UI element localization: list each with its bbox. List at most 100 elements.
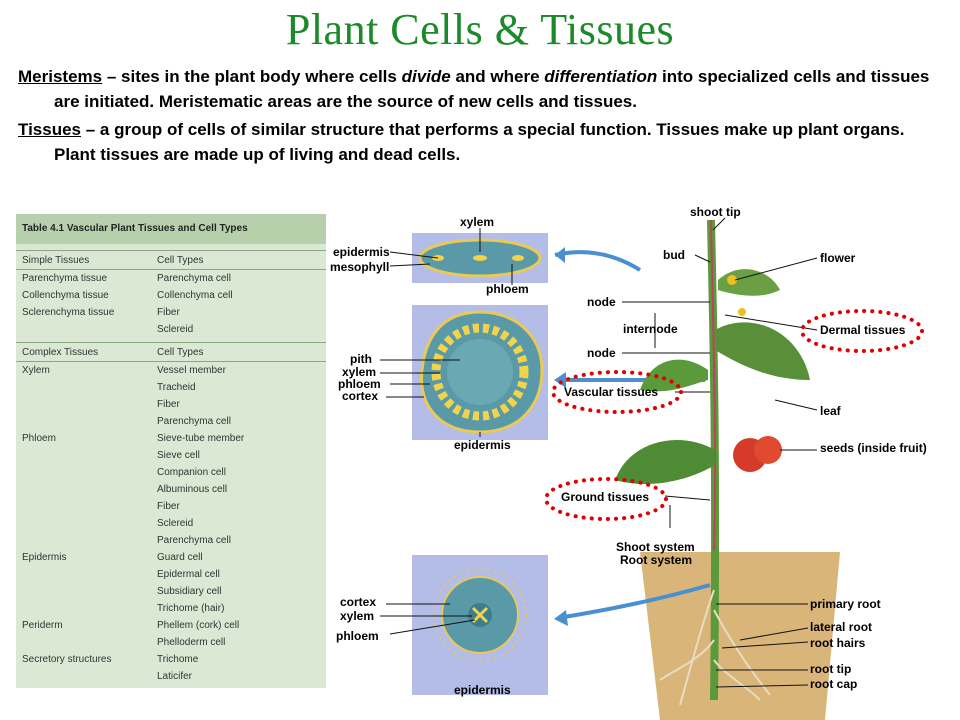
pointer-line: [721, 641, 809, 649]
pointer-line: [694, 254, 711, 263]
label-root-cortex: cortex: [340, 595, 377, 609]
tissue-table: Table 4.1 Vascular Plant Tissues and Cel…: [16, 214, 326, 688]
leaf-vein-icon: [473, 255, 487, 261]
cell-type-cell: Trichome: [157, 654, 199, 665]
label-root-hairs: root hairs: [810, 636, 866, 650]
table-row: Parenchyma cell: [16, 413, 326, 430]
cell-type-cell: Parenchyma cell: [157, 416, 231, 427]
page-title: Plant Cells & Tissues: [285, 5, 675, 54]
leaf-illustration: [718, 269, 780, 296]
tissue-name-cell: [16, 668, 157, 685]
root-xylem-icon: [471, 606, 489, 624]
cell-type-cell: Companion cell: [157, 467, 226, 478]
cell-type-cell: Sclereid: [157, 518, 194, 529]
table-row: Epidermal cell: [16, 566, 326, 583]
tissue-name-cell: [16, 321, 157, 338]
label-root-epidermis: epidermis: [454, 683, 511, 697]
meristems-text-2: and where: [450, 67, 545, 86]
label-stem-epidermis: epidermis: [454, 438, 511, 452]
tissue-name-cell: Epidermis: [22, 552, 67, 563]
flower-icon: [727, 275, 737, 285]
ground-highlight: [544, 477, 668, 521]
label-primary-root: primary root: [810, 597, 881, 611]
label-root-cap: root cap: [810, 677, 858, 691]
tissue-name-cell: [16, 566, 157, 583]
leaf-illustration: [615, 440, 715, 485]
label-lateral-root: lateral root: [810, 620, 873, 634]
arrow-leaf: [554, 250, 642, 272]
cell-type-cell: Parenchyma cell: [157, 273, 231, 284]
label-root-xylem: xylem: [340, 609, 375, 623]
label-ground-tissues: Ground tissues: [561, 490, 650, 504]
label-node-2: node: [587, 346, 616, 360]
table-row: Trichome (hair): [16, 600, 326, 617]
tissue-name-cell: [16, 600, 157, 617]
vascular-highlight: [551, 370, 683, 414]
term-tissues: Tissues: [18, 120, 82, 139]
table-row: Phelloderm cell: [16, 634, 326, 651]
plant-diagram: xylem epidermis mesophyll phloem pith xy…: [330, 200, 960, 720]
table-row: Sieve cell: [16, 447, 326, 464]
table-header-cell: Cell Types: [157, 255, 204, 266]
soil-illustration: [640, 552, 840, 720]
arrow-head: [555, 247, 565, 263]
cell-type-cell: Epidermal cell: [157, 569, 220, 580]
table-header-cell: Complex Tissues: [22, 347, 99, 358]
tissue-name-cell: [16, 464, 157, 481]
tissue-name-cell: [16, 379, 157, 396]
pointer-line: [774, 399, 818, 411]
tissue-name-cell: Parenchyma tissue: [22, 273, 108, 284]
table-section-header: Complex Tissues Cell Types: [16, 342, 326, 362]
cell-type-cell: Fiber: [157, 307, 180, 318]
label-leaf-xylem: xylem: [460, 215, 495, 229]
tissue-name-cell: [16, 396, 157, 413]
table-row: Laticifer: [16, 668, 326, 685]
pith-region: [447, 339, 513, 405]
label-leaf: leaf: [820, 404, 841, 418]
flower-icon: [738, 308, 746, 316]
tissue-name-cell: Periderm: [22, 620, 63, 631]
pointer-line: [734, 257, 818, 281]
table-row: Fiber: [16, 396, 326, 413]
label-stem-cortex: cortex: [342, 389, 379, 403]
root-illustration: [659, 589, 771, 706]
tissues-text: – a group of cells of similar structure …: [54, 120, 905, 164]
label-dermal-tissues: Dermal tissues: [820, 323, 906, 337]
definition-meristems: Meristems – sites in the plant body wher…: [18, 64, 948, 114]
plant-diagram-art: [380, 217, 924, 720]
pointer-line: [712, 217, 726, 231]
meristems-text-1: – sites in the plant body where cells: [102, 67, 402, 86]
label-leaf-phloem: phloem: [486, 282, 529, 296]
label-stem-xylem: xylem: [342, 365, 377, 379]
leaf-illustration: [640, 359, 708, 392]
table-row: Parenchyma cell: [16, 532, 326, 549]
tissue-name-cell: [16, 413, 157, 430]
tomato-fruit: [754, 436, 782, 464]
label-flower: flower: [820, 251, 856, 265]
cell-type-cell: Sieve-tube member: [157, 433, 245, 444]
pointer-line: [389, 619, 476, 635]
label-seeds: seeds (inside fruit): [820, 441, 927, 455]
meristems-emphasis-divide: divide: [401, 67, 451, 86]
label-root-phloem: phloem: [336, 629, 379, 643]
cell-type-cell: Sclereid: [157, 324, 194, 335]
table-header-cell: Simple Tissues: [22, 255, 90, 266]
arrow-head: [554, 610, 568, 626]
cell-type-cell: Collenchyma cell: [157, 290, 233, 301]
table-row: Companion cell: [16, 464, 326, 481]
arrow-head: [554, 372, 566, 388]
meristems-emphasis-differentiation: differentiation: [544, 67, 658, 86]
definitions: Meristems – sites in the plant body wher…: [18, 64, 948, 170]
tissue-name-cell: [16, 634, 157, 651]
tissue-name-cell: Xylem: [22, 365, 50, 376]
table-row: Sclereid: [16, 515, 326, 532]
label-stem-phloem: phloem: [338, 377, 381, 391]
label-internode: internode: [623, 322, 678, 336]
tissue-name-cell: [16, 498, 157, 515]
